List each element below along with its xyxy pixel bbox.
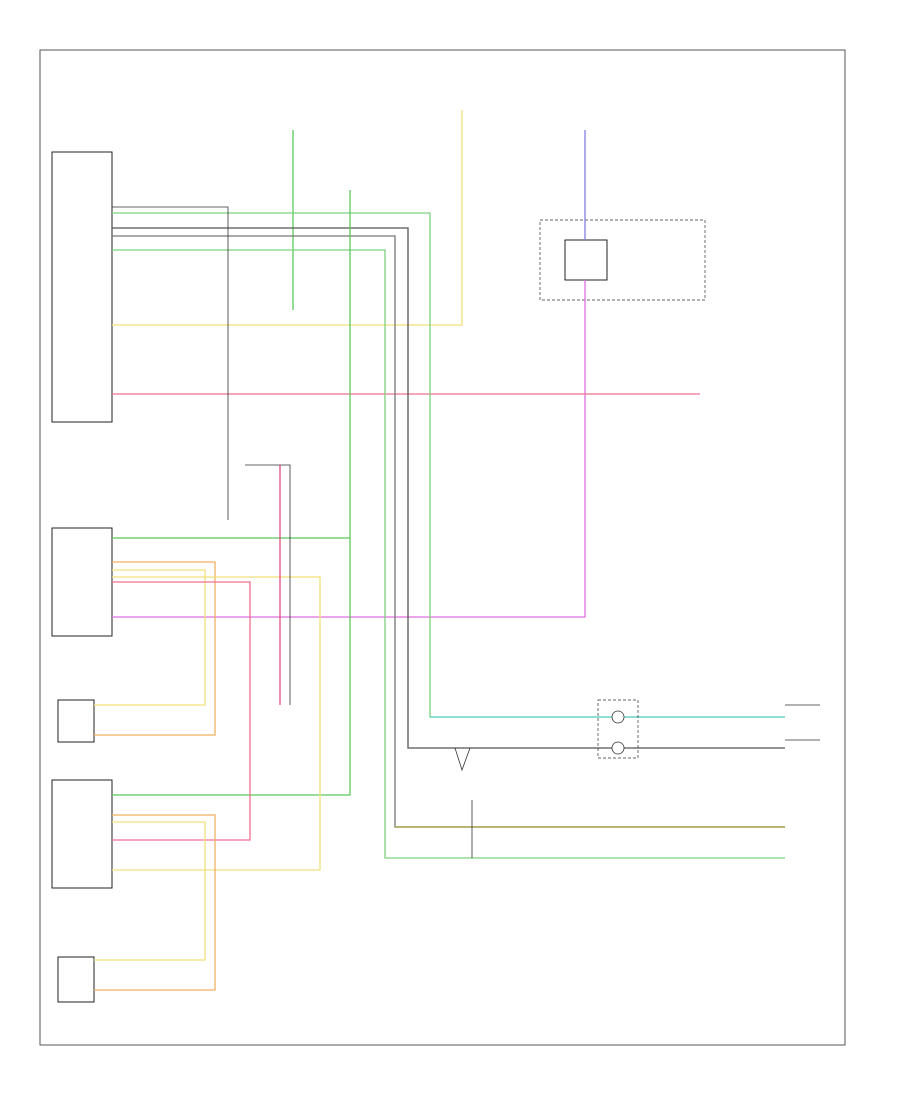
wire-green-pcm-3	[112, 249, 785, 859]
speed-sensor-body	[564, 239, 608, 281]
wire-yellow-lf	[94, 569, 206, 706]
wire-green-pcm-1	[112, 212, 785, 718]
wire-green-abs	[112, 190, 351, 796]
speed-sensor	[539, 219, 706, 301]
rf-wheel-sensor	[57, 956, 95, 1003]
pcm-module	[51, 151, 113, 423]
lf-abs-module	[51, 527, 113, 637]
lf-wheel-sensor	[57, 699, 95, 743]
wire-yellow-power	[112, 110, 463, 326]
inline-connector-2	[611, 741, 625, 755]
lf-sensor-box	[57, 699, 95, 743]
diagram-frame	[39, 49, 846, 1046]
wire-magenta-speed	[112, 280, 586, 618]
speed-sensor-dashed-box	[539, 219, 706, 301]
pcm-box	[51, 151, 113, 423]
rf-abs-module	[51, 779, 113, 889]
lf-abs-box	[51, 527, 113, 637]
wire-black-ground	[245, 464, 291, 705]
twisted-pair-marker	[454, 747, 471, 772]
wire-black-pcm	[112, 206, 229, 520]
wire-pink-lf	[112, 581, 251, 841]
rf-abs-box	[51, 779, 113, 889]
rf-sensor-box	[57, 956, 95, 1003]
inline-connector-1	[611, 710, 625, 724]
wire-yellow-lf-2	[112, 576, 321, 871]
wire-yellow-rf	[94, 821, 206, 961]
wire-orange-rf	[94, 814, 216, 991]
wire-orange-lf	[94, 561, 216, 736]
inline-connector-dashed	[597, 699, 639, 759]
wire-gray-pcm	[112, 227, 785, 749]
connector-block	[785, 704, 820, 741]
